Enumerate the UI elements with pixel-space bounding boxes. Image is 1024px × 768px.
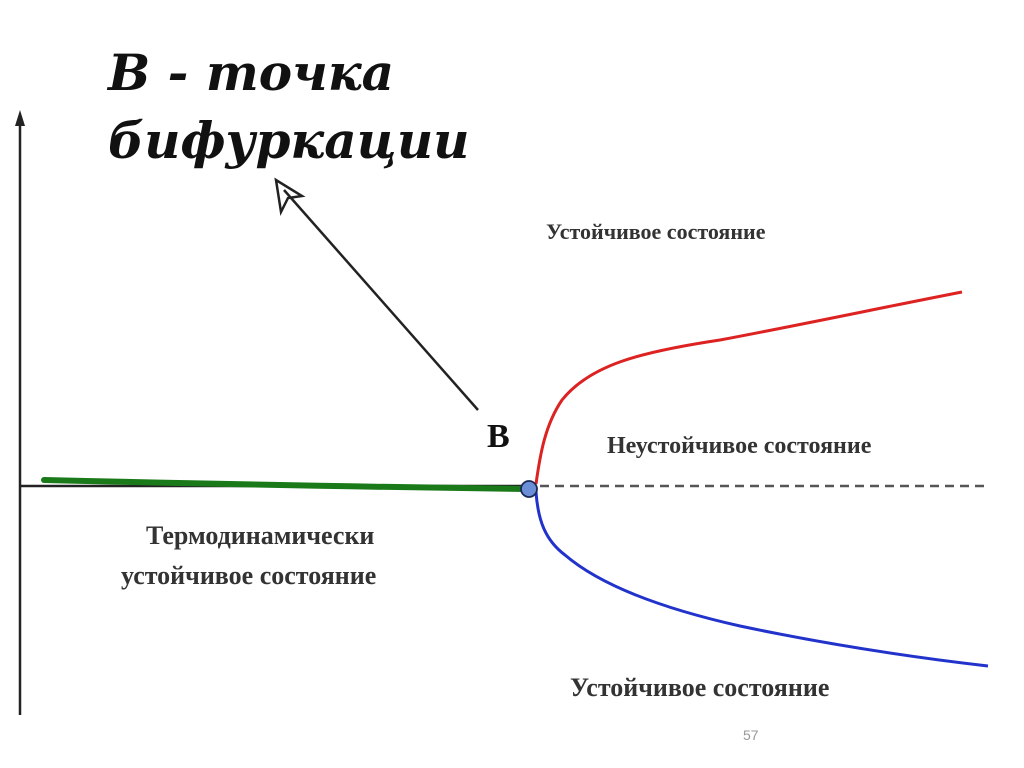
pointer-arrow	[283, 189, 479, 411]
thermo-stable-branch	[41, 477, 530, 492]
lower-stable-branch	[534, 491, 989, 668]
bifurcation-point-marker	[520, 480, 538, 498]
unstable-state-label: Неустойчивое состояние	[607, 433, 872, 459]
thermo-stable-label-line-1: Термодинамически	[146, 521, 374, 550]
pointer-arrow-head	[274, 177, 306, 217]
upper-stable-branch	[534, 290, 963, 485]
point-b-label: B	[487, 418, 510, 455]
thermo-stable-label-line-2: устойчивое состояние	[121, 561, 376, 590]
diagram-title-line-2: бифуркации	[108, 111, 470, 170]
page-number: 57	[743, 727, 759, 743]
stable-state-upper-label: Устойчивое состояние	[546, 219, 766, 244]
stable-state-lower-label: Устойчивое состояние	[570, 673, 829, 702]
vertical-axis-arrowhead	[15, 110, 25, 126]
diagram-title-line-1: B - точка	[106, 43, 394, 102]
